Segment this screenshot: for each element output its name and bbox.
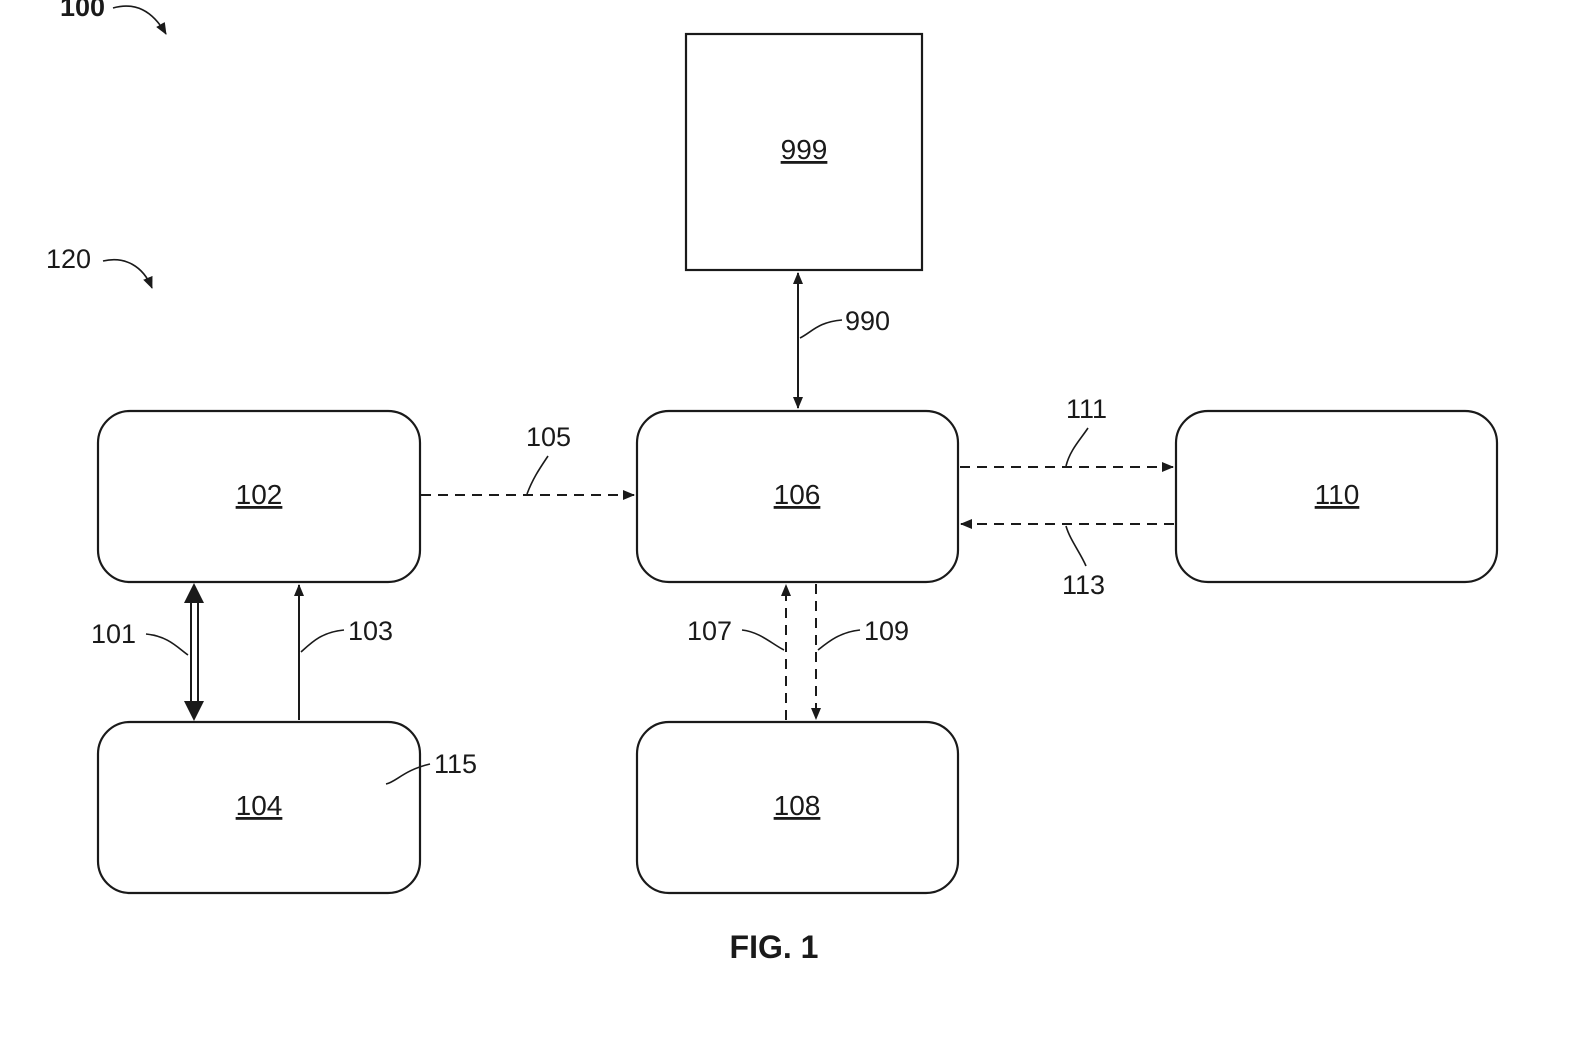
ref-115-label: 115 [434, 749, 477, 779]
connection-111: 111 [960, 394, 1173, 467]
connection-109-leader [818, 630, 860, 650]
connection-990: 990 [798, 273, 890, 408]
connection-105-leader [527, 456, 548, 494]
block-102[interactable]: 102 [98, 411, 420, 582]
block-106[interactable]: 106 [637, 411, 958, 582]
block-110[interactable]: 110 [1176, 411, 1497, 582]
ref-120-group: 120 [46, 244, 152, 288]
ref-100-arrow [113, 6, 166, 34]
connection-101-head-down [184, 701, 204, 721]
connection-105: 105 [421, 422, 634, 495]
connection-109: 109 [816, 584, 909, 719]
block-108[interactable]: 108 [637, 722, 958, 893]
block-104-label: 104 [236, 790, 283, 821]
connection-111-label: 111 [1066, 394, 1107, 424]
connection-990-label: 990 [845, 306, 890, 336]
figure-caption: FIG. 1 [730, 929, 819, 965]
connection-109-label: 109 [864, 616, 909, 646]
ref-100-group: 100 [60, 0, 166, 34]
ref-120-arrow [103, 260, 152, 288]
block-104[interactable]: 104 [98, 722, 420, 893]
ref-120-label: 120 [46, 244, 91, 274]
connection-103: 103 [299, 585, 393, 720]
connection-113: 113 [961, 524, 1174, 600]
connection-105-label: 105 [526, 422, 571, 452]
connection-101-label: 101 [91, 619, 136, 649]
connection-113-label: 113 [1062, 570, 1105, 600]
block-102-label: 102 [236, 479, 283, 510]
block-999-label: 999 [781, 134, 828, 165]
ref-100-label: 100 [60, 0, 105, 22]
block-108-label: 108 [774, 790, 821, 821]
connection-103-leader [301, 630, 344, 652]
connection-101-head-up [184, 583, 204, 603]
connection-107: 107 [687, 585, 786, 720]
connection-111-leader [1066, 428, 1088, 466]
connection-107-label: 107 [687, 616, 732, 646]
connection-113-leader [1066, 526, 1086, 566]
block-106-label: 106 [774, 479, 821, 510]
block-110-label: 110 [1315, 479, 1360, 510]
connection-101-leader [146, 634, 188, 655]
connection-101: 101 [91, 583, 204, 721]
connection-103-label: 103 [348, 616, 393, 646]
connection-990-leader [800, 320, 842, 338]
block-999[interactable]: 999 [686, 34, 922, 270]
connection-107-leader [742, 630, 784, 650]
